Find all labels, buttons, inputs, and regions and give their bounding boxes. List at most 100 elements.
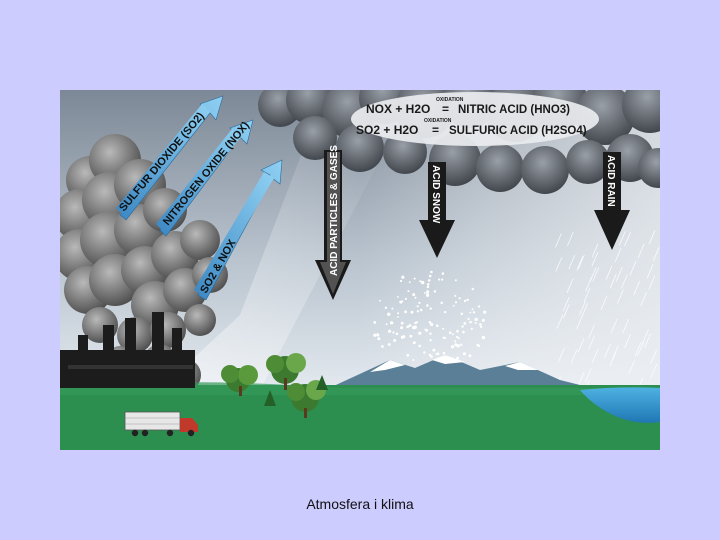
rain-streak: [640, 291, 648, 307]
rising-arrow-combined: [194, 159, 283, 301]
snow-flake: [477, 344, 481, 348]
falling-arrow-rain: [594, 152, 630, 250]
equation-2-right: SULFURIC ACID (H2SO4): [449, 125, 587, 137]
snow-flake: [423, 351, 426, 354]
snow-flake: [425, 293, 430, 297]
snow-flake: [451, 333, 454, 336]
snow-flake: [397, 312, 400, 315]
rain-streak: [633, 281, 641, 296]
snow-flake: [474, 322, 477, 324]
rain-streak: [648, 275, 656, 290]
falling-arrow-snow: [419, 162, 455, 258]
snow-flake: [392, 331, 395, 334]
snow-flake: [418, 344, 422, 348]
rain-streak: [609, 352, 617, 367]
snow-flake: [377, 337, 381, 341]
rain-streak: [592, 267, 600, 282]
snow-flake: [450, 345, 455, 349]
rain-streak: [577, 338, 585, 353]
rain-streak: [557, 347, 565, 363]
snow-flake: [404, 297, 407, 300]
rain-streak: [628, 360, 635, 375]
snow-flake: [436, 352, 440, 356]
rain-streak: [556, 314, 564, 329]
snow-flake: [438, 278, 441, 281]
snow-flake: [397, 296, 399, 298]
snow-flake: [373, 333, 377, 337]
snow-flake: [413, 325, 417, 329]
rain-streak: [634, 342, 642, 357]
snow-flake: [467, 317, 470, 320]
rain-streak: [609, 274, 617, 289]
acid-rain-diagram: NOX + H2O OXIDATION = NITRIC ACID (HNO3)…: [60, 90, 660, 450]
snow-flake: [408, 324, 412, 328]
snow-flake: [454, 279, 457, 282]
rain-streak: [567, 231, 574, 247]
snow-flake: [424, 328, 427, 331]
snow-flake: [426, 290, 430, 294]
snow-flake: [414, 296, 417, 299]
snow-flake: [376, 332, 379, 335]
rain-streak: [591, 243, 599, 258]
rain-streak: [617, 289, 624, 304]
snow-flake: [463, 299, 467, 303]
snow-flake: [414, 321, 417, 325]
rain-streak: [591, 348, 599, 363]
snow-flake: [459, 343, 463, 346]
snow-flake: [412, 359, 415, 361]
snow-flake: [479, 323, 482, 326]
rain-streak: [588, 335, 595, 350]
snow-flake: [426, 304, 429, 307]
snow-flake: [390, 321, 393, 324]
rain-streak: [614, 247, 622, 263]
rain-streak: [646, 264, 654, 279]
rain-streak: [576, 256, 584, 271]
snow-flake: [471, 287, 474, 291]
rain-streak: [577, 254, 585, 270]
equations: NOX + H2O OXIDATION = NITRIC ACID (HNO3)…: [356, 97, 587, 137]
snow-flake: [442, 327, 445, 330]
snow-flake: [400, 335, 404, 339]
snow-flake: [472, 311, 476, 314]
snow-flake: [452, 304, 455, 307]
rain-streak: [641, 329, 649, 345]
snow-flake: [454, 294, 457, 297]
rain-streak: [624, 333, 631, 349]
rising-arrow-sulfur: [116, 95, 224, 221]
snow-flake: [469, 320, 472, 324]
snow-flake: [442, 351, 446, 355]
snow-flake: [416, 305, 419, 308]
snow-flake: [458, 297, 461, 300]
snow-flake: [458, 337, 461, 340]
rain-streak: [615, 267, 623, 282]
rain-streak: [610, 318, 618, 333]
rain-streak: [621, 274, 628, 289]
snow-flake: [456, 329, 459, 333]
falling-arrow-particles: [315, 150, 351, 300]
snow-flake: [412, 293, 416, 297]
snow-flake: [421, 280, 425, 285]
rain-streak: [650, 349, 657, 364]
rain-streak: [629, 261, 637, 276]
snow-flake: [406, 325, 410, 329]
snow-flake: [432, 348, 436, 352]
snow-flake: [373, 321, 377, 324]
snow-flake: [442, 336, 445, 339]
snow-flake: [454, 343, 458, 347]
snow-flake: [419, 308, 423, 312]
snow-flake: [419, 280, 422, 283]
rain-streak: [562, 304, 570, 319]
snow-flake: [429, 307, 432, 310]
snow-flake: [387, 312, 391, 316]
snow-flake: [470, 327, 473, 330]
snow-flake: [379, 299, 381, 302]
snow-flake: [412, 341, 416, 345]
snow-flake: [409, 334, 413, 338]
snow-flake: [430, 355, 433, 358]
snow-flake: [427, 279, 431, 282]
snow-flake: [413, 277, 416, 280]
rain-streak: [624, 232, 631, 247]
snow-flake: [391, 307, 394, 310]
rain-streak: [583, 287, 591, 303]
rain-streak: [570, 349, 578, 364]
